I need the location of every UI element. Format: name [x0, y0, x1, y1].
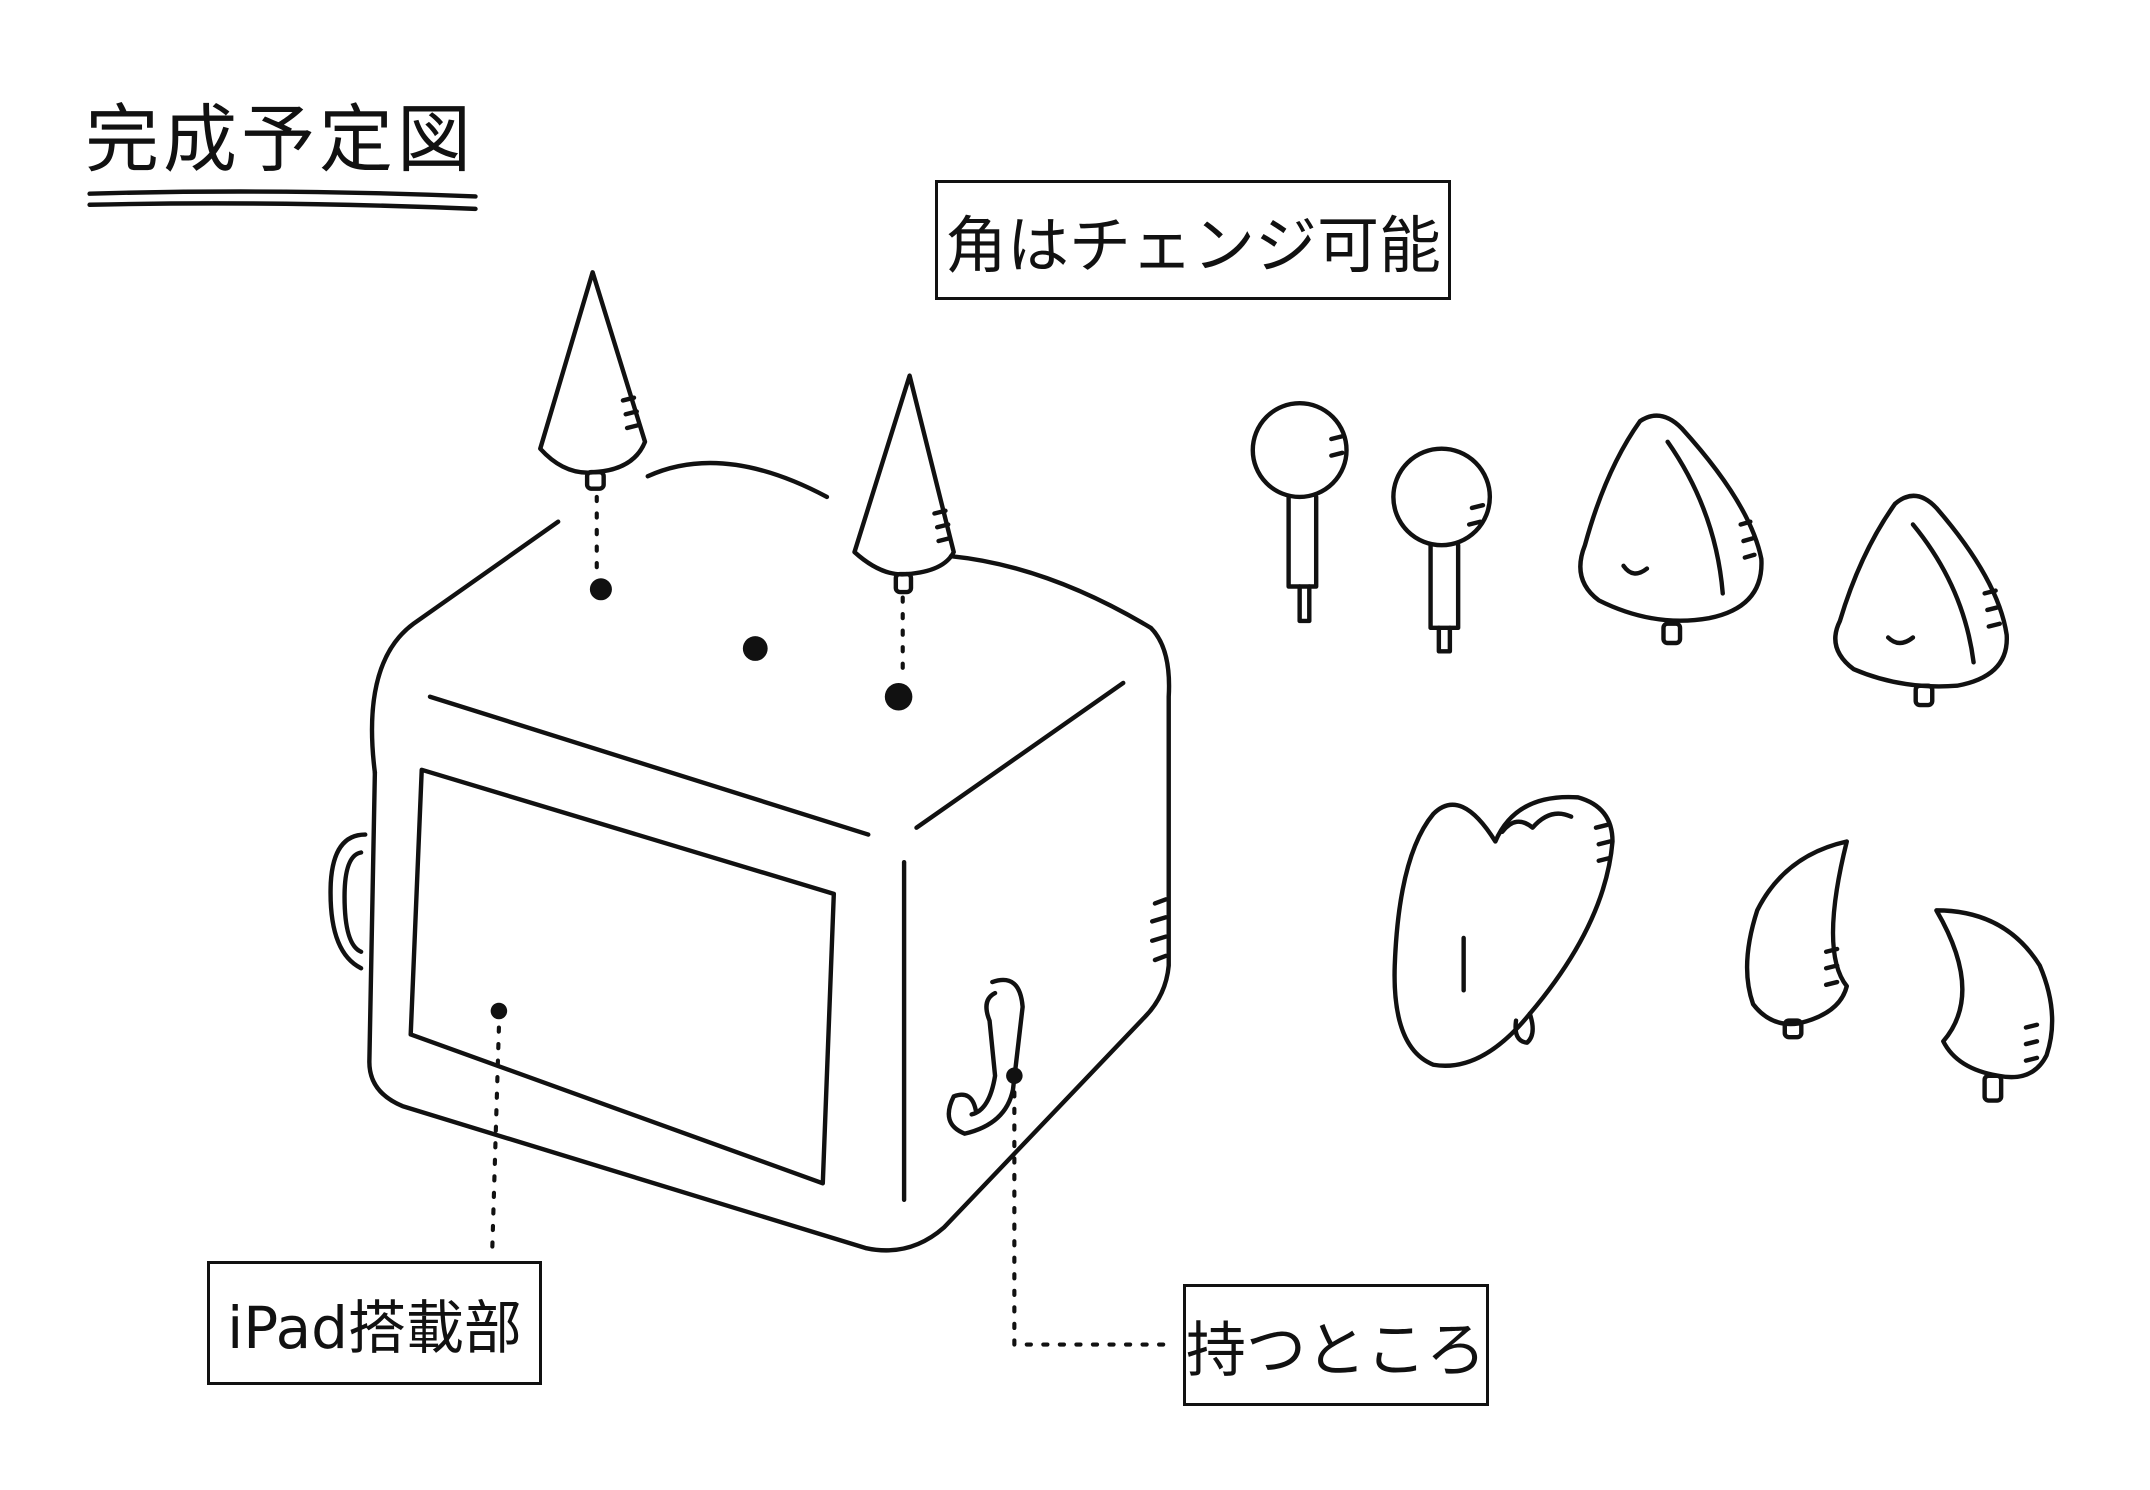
title-underline	[87, 189, 478, 212]
leader-dot	[1006, 1067, 1023, 1085]
horn-crescent-1	[1744, 839, 1849, 1040]
horn-socket	[742, 636, 768, 661]
ipad-mount-text: iPad搭載部	[227, 1294, 522, 1362]
horn-triangle-2	[1833, 493, 2009, 708]
right-handle	[946, 977, 1025, 1136]
horn-triangle-1	[1578, 413, 1764, 646]
page-title: 完成予定図	[85, 97, 475, 183]
leader-dot	[490, 1002, 508, 1020]
leader-line	[489, 1025, 501, 1260]
horn-cone-right	[852, 373, 956, 595]
handle-text: 持つところ	[1186, 1315, 1486, 1386]
horn-cone-left	[538, 270, 648, 491]
horn-ball-large	[1250, 401, 1349, 624]
ipad-screen	[408, 767, 837, 1186]
ipad-mount-label: iPad搭載部	[207, 1261, 542, 1385]
horn-socket	[589, 578, 612, 601]
robot-body	[367, 460, 1172, 1253]
horn-heart	[1392, 794, 1615, 1068]
horn-socket	[884, 682, 913, 711]
left-handle	[328, 832, 368, 971]
horn-ball-small	[1391, 446, 1493, 654]
horns-changeable-label: 角はチェンジ可能	[935, 180, 1451, 300]
horns-changeable-text: 角はチェンジ可能	[944, 209, 1441, 282]
handle-label: 持つところ	[1183, 1284, 1489, 1406]
horn-crescent-2	[1934, 908, 2055, 1103]
leader-line	[1012, 1090, 1174, 1347]
